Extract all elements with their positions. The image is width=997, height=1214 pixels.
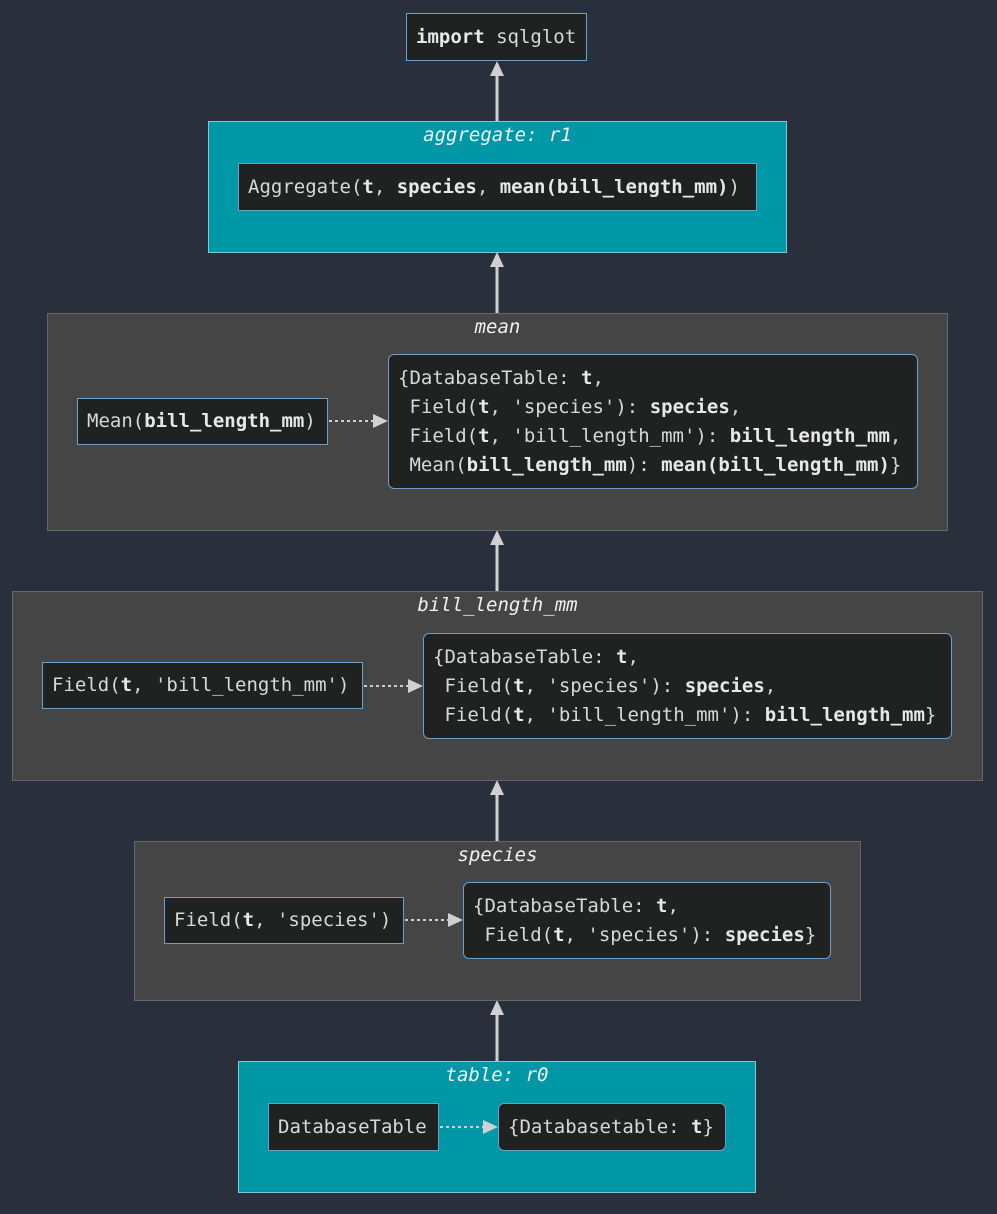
seg: DatabaseTable [278,1115,427,1138]
import-node: import sqlglot [406,13,587,61]
mean-node: Mean(bill_length_mm) [77,398,328,445]
seg: {DatabaseTable: [398,366,582,389]
seg: t [513,703,525,726]
scope-line: Field(t, 'bill_length_mm'): bill_length_… [433,701,936,730]
seg: , 'species'): [524,674,685,697]
seg: mean(bill_length_mm) [499,175,729,198]
arrowhead-mean-scope [373,414,388,428]
seg: t [656,894,668,917]
seg: Field( [433,703,514,726]
seg: ): [626,453,662,476]
bill-field-node: Field(t, 'bill_length_mm') [42,662,363,709]
seg: , [627,645,639,668]
seg: Mean( [87,410,145,432]
seg: bill_length_mm [729,424,890,447]
seg: , [764,674,777,697]
scope-line: Field(t, 'species'): species} [473,921,816,950]
seg: bill_length_mm [764,703,925,726]
seg: species [684,674,765,697]
seg: , [889,424,902,447]
cluster-table-title: table: r0 [445,1064,549,1086]
database-table-node: DatabaseTable [268,1103,439,1151]
scope-line: {DatabaseTable: t, [398,364,901,393]
seg: t [691,1115,703,1138]
seg: } [889,453,902,476]
arrowhead-aggregate [490,252,504,267]
seg: Aggregate( [248,175,363,198]
seg: , [476,175,500,198]
seg: } [924,703,937,726]
seg: Field( [473,923,554,946]
seg: {DatabaseTable: [473,894,657,917]
scope-line: Field(t, 'species'): species, [433,672,936,701]
seg: , 'bill_length_mm') [132,674,350,696]
seg: , [373,175,397,198]
bill-scope-node: {DatabaseTable: t, Field(t, 'species'): … [423,633,952,739]
seg: species [724,923,805,946]
seg: Field( [433,674,514,697]
seg: t [478,395,490,418]
import-keyword: import [416,25,485,48]
scope-line: {DatabaseTable: t, [473,892,816,921]
seg: , 'species'): [489,395,650,418]
seg: ) [304,410,316,432]
seg: , 'species'): [564,923,725,946]
seg: t [478,424,490,447]
seg: } [702,1115,714,1138]
seg: {DatabaseTable: [433,645,617,668]
seg: Field( [174,909,243,931]
scope-line: Field(t, 'species'): species, [398,393,901,422]
seg: t [120,674,133,696]
scope-line: Field(t, 'bill_length_mm'): bill_length_… [398,422,901,451]
seg: Field( [52,674,121,696]
seg: {Databasetable: [508,1115,692,1138]
seg: , 'bill_length_mm'): [524,703,765,726]
seg: mean(bill_length_mm) [661,453,890,476]
aggregate-node: Aggregate(t, species, mean(bill_length_m… [238,163,757,211]
species-scope-node: {DatabaseTable: t, Field(t, 'species'): … [463,882,831,959]
seg: Field( [398,395,479,418]
seg: t [242,909,255,931]
seg: species [396,175,477,198]
seg: , 'bill_length_mm'): [489,424,730,447]
seg: , [592,366,604,389]
arrowhead-bill-scope [408,679,423,693]
seg: } [804,923,817,946]
seg: t [362,175,374,198]
arrowhead-bill [490,780,504,795]
arrowhead-species-scope [448,913,463,927]
seg: Mean( [398,453,467,476]
table-scope-node: {Databasetable: t} [498,1103,726,1151]
seg: t [616,645,628,668]
scope-line: Mean(bill_length_mm): mean(bill_length_m… [398,451,901,480]
seg: , [729,395,742,418]
seg: species [649,395,730,418]
species-field-node: Field(t, 'species') [164,897,404,944]
cluster-aggregate-title: aggregate: r1 [423,124,572,146]
seg: , [667,894,679,917]
seg: t [553,923,565,946]
arrowhead-table-scope [483,1120,498,1134]
seg: bill_length_mm [144,410,305,432]
cluster-bill-length-mm-title: bill_length_mm [417,594,578,616]
mean-scope-node: {DatabaseTable: t, Field(t, 'species'): … [388,354,918,489]
seg: t [581,366,593,389]
import-module: sqlglot [484,25,577,48]
seg: t [513,674,525,697]
cluster-mean-title: mean [474,316,521,338]
arrowhead-mean [490,530,504,545]
seg: , 'species') [254,909,392,931]
seg: ) [728,175,740,198]
scope-line: {DatabaseTable: t, [433,643,936,672]
arrowhead-import [490,61,504,76]
seg: Field( [398,424,479,447]
arrowhead-species [490,1000,504,1015]
cluster-species-title: species [457,844,538,866]
seg: bill_length_mm [466,453,627,476]
